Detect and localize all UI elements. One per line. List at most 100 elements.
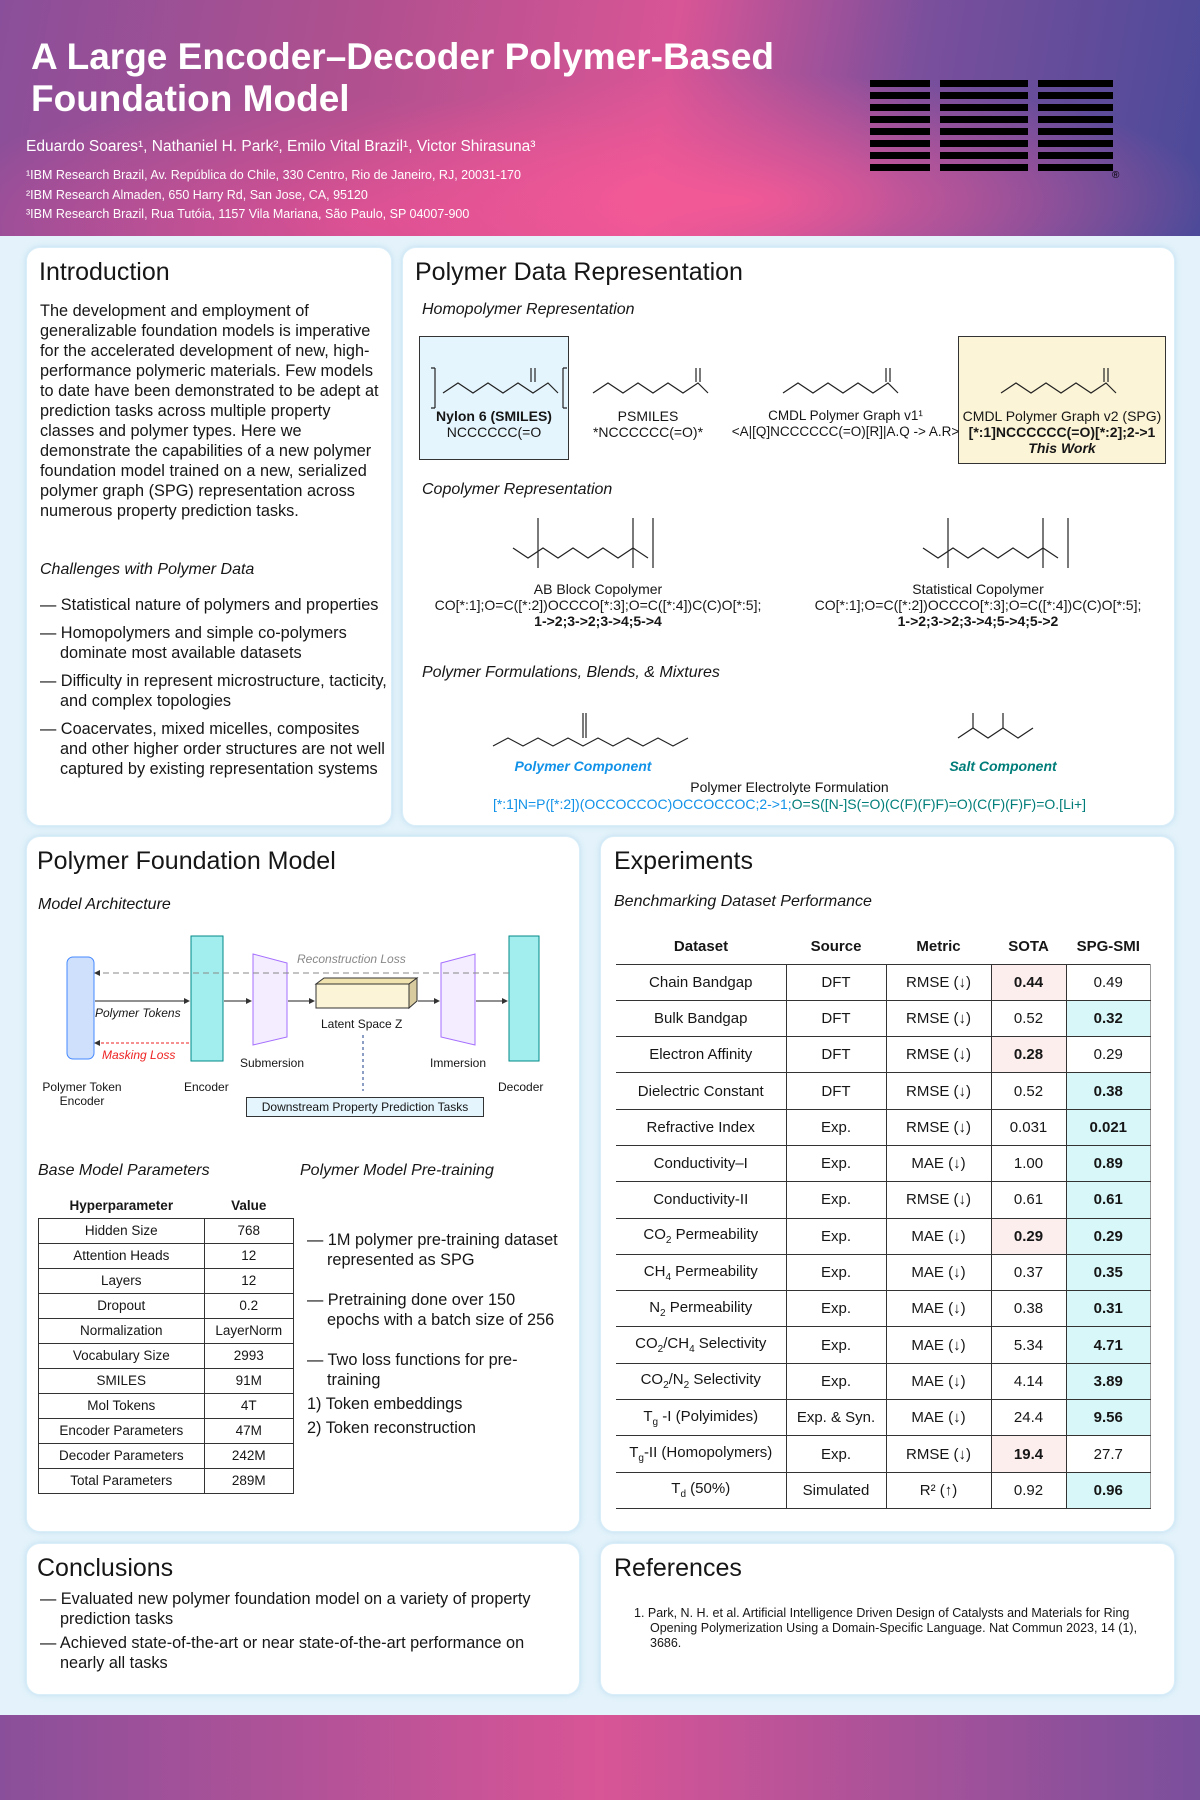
metric-cell: RMSE (↓) <box>886 1072 992 1110</box>
spg-smi-cell: 4.71 <box>1066 1326 1151 1364</box>
latent-space-label: Latent Space Z <box>321 1017 403 1031</box>
source-cell: Exp. <box>786 1362 887 1401</box>
immersion-block <box>440 953 476 1046</box>
list-item: 1) Token embeddings <box>307 1395 463 1413</box>
encoder-block <box>190 935 224 1062</box>
token-encoder-label: Polymer Token Encoder <box>42 1080 122 1108</box>
section-title: Polymer Data Representation <box>415 258 743 286</box>
dataset-cell: Td (50%) <box>616 1471 787 1509</box>
section-title: References <box>614 1554 742 1582</box>
sota-cell: 24.4 <box>991 1399 1067 1437</box>
architecture-title: Model Architecture <box>38 896 171 913</box>
reference-item: 1. Park, N. H. et al. Artificial Intelli… <box>634 1606 1138 1650</box>
source-cell: Exp. <box>786 1253 887 1292</box>
footer-background <box>0 1715 1200 1800</box>
submersion-label: Submersion <box>240 1056 305 1070</box>
metric-cell: MAE (↓) <box>886 1144 992 1183</box>
homopolymer-nylon: Nylon 6 (SMILES)NCCCCCC(=O <box>436 408 552 440</box>
dataset-cell: N2 Permeability <box>616 1290 787 1328</box>
reconstruction-loss-label: Reconstruction Loss <box>297 952 406 966</box>
metric-cell: RMSE (↓) <box>886 999 992 1038</box>
spg-smi-cell: 0.31 <box>1066 1290 1151 1328</box>
list-item: — Evaluated new polymer foundation model… <box>40 1590 531 1628</box>
challenges-list: — Statistical nature of polymers and pro… <box>40 595 390 787</box>
metric-cell: MAE (↓) <box>886 1253 992 1292</box>
list-item: — Coacervates, mixed micelles, composite… <box>40 720 385 778</box>
foundation-model-card: Polymer Foundation Model Model Architect… <box>26 836 580 1532</box>
spg-smi-cell: 0.89 <box>1066 1144 1151 1183</box>
list-item: — Two loss functions for pre-training <box>307 1351 518 1389</box>
dataset-cell: Refractive Index <box>616 1108 787 1146</box>
decoder-label: Decoder <box>498 1080 544 1094</box>
polymer-tokens-label: Polymer Tokens <box>95 1006 181 1020</box>
ibm-logo: ® <box>870 80 1120 180</box>
homopolymer-psmiles: PSMILES*NCCCCCC(=O)* <box>592 408 704 440</box>
metric-cell: RMSE (↓) <box>886 1108 992 1146</box>
experiments-card: Experiments Benchmarking Dataset Perform… <box>600 836 1175 1532</box>
metric-cell: MAE (↓) <box>886 1326 992 1364</box>
sota-cell: 0.44 <box>991 963 1067 1001</box>
dataset-cell: CO2 Permeability <box>616 1217 787 1255</box>
formulation-smiles: [*:1]N=P([*:2])(OCCOCCOC)OCCOCCOC;2->1;O… <box>492 796 1087 812</box>
source-cell: DFT <box>786 999 887 1038</box>
submersion-block <box>252 953 288 1046</box>
homopolymer-structures-icon <box>431 367 1117 409</box>
section-title: Experiments <box>614 847 753 875</box>
affiliation-2: ²IBM Research Almaden, 650 Harry Rd, San… <box>26 188 368 202</box>
decoder-block <box>508 935 540 1062</box>
metric-cell: RMSE (↓) <box>886 1036 992 1074</box>
token-encoder-block <box>66 956 95 1060</box>
pretraining-list: — 1M polymer pre-training dataset repres… <box>307 1230 567 1446</box>
polymer-data-card: Polymer Data Representation Homopolymer … <box>402 247 1175 826</box>
sota-cell: 19.4 <box>991 1435 1067 1473</box>
spg-smi-cell: 0.96 <box>1066 1471 1151 1509</box>
sota-cell: 0.61 <box>991 1181 1067 1219</box>
masking-loss-label: Masking Loss <box>102 1048 176 1062</box>
sota-cell: 0.92 <box>991 1471 1067 1509</box>
dataset-cell: CO2/CH4 Selectivity <box>616 1326 787 1364</box>
spg-smi-cell: 0.29 <box>1066 1217 1151 1255</box>
source-cell: DFT <box>786 963 887 1001</box>
authors: Eduardo Soares¹, Nathaniel H. Park², Emi… <box>26 138 536 155</box>
challenges-title: Challenges with Polymer Data <box>40 561 255 578</box>
metric-cell: MAE (↓) <box>886 1290 992 1328</box>
homopolymer-cmdl-v1: CMDL Polymer Graph v1¹<A|[Q]NCCCCCC(=O)[… <box>731 408 960 439</box>
homopolymer-spg: CMDL Polymer Graph v2 (SPG)[*:1]NCCCCCC(… <box>962 408 1162 456</box>
affiliation-1: ¹IBM Research Brazil, Av. República do C… <box>26 168 521 182</box>
pretraining-title: Polymer Model Pre-training <box>300 1162 494 1179</box>
latent-block <box>315 983 410 1009</box>
spg-smi-cell: 0.29 <box>1066 1036 1151 1074</box>
list-item: — Statistical nature of polymers and pro… <box>40 596 379 614</box>
dataset-cell: Dielectric Constant <box>616 1072 787 1110</box>
spg-smi-cell: 0.61 <box>1066 1181 1151 1219</box>
nylon-box <box>419 336 569 460</box>
section-title: Conclusions <box>37 1554 174 1582</box>
dataset-cell: CH4 Permeability <box>616 1253 787 1292</box>
source-cell: Exp. <box>786 1181 887 1219</box>
intro-body: The development and employment of genera… <box>40 302 379 520</box>
poster-header: A Large Encoder–Decoder Polymer-Based Fo… <box>0 0 1200 236</box>
source-cell: Simulated <box>786 1471 887 1509</box>
spg-box <box>958 336 1166 464</box>
sota-cell: 1.00 <box>991 1144 1067 1183</box>
section-title: Introduction <box>39 258 170 286</box>
encoder-label: Encoder <box>184 1080 229 1094</box>
